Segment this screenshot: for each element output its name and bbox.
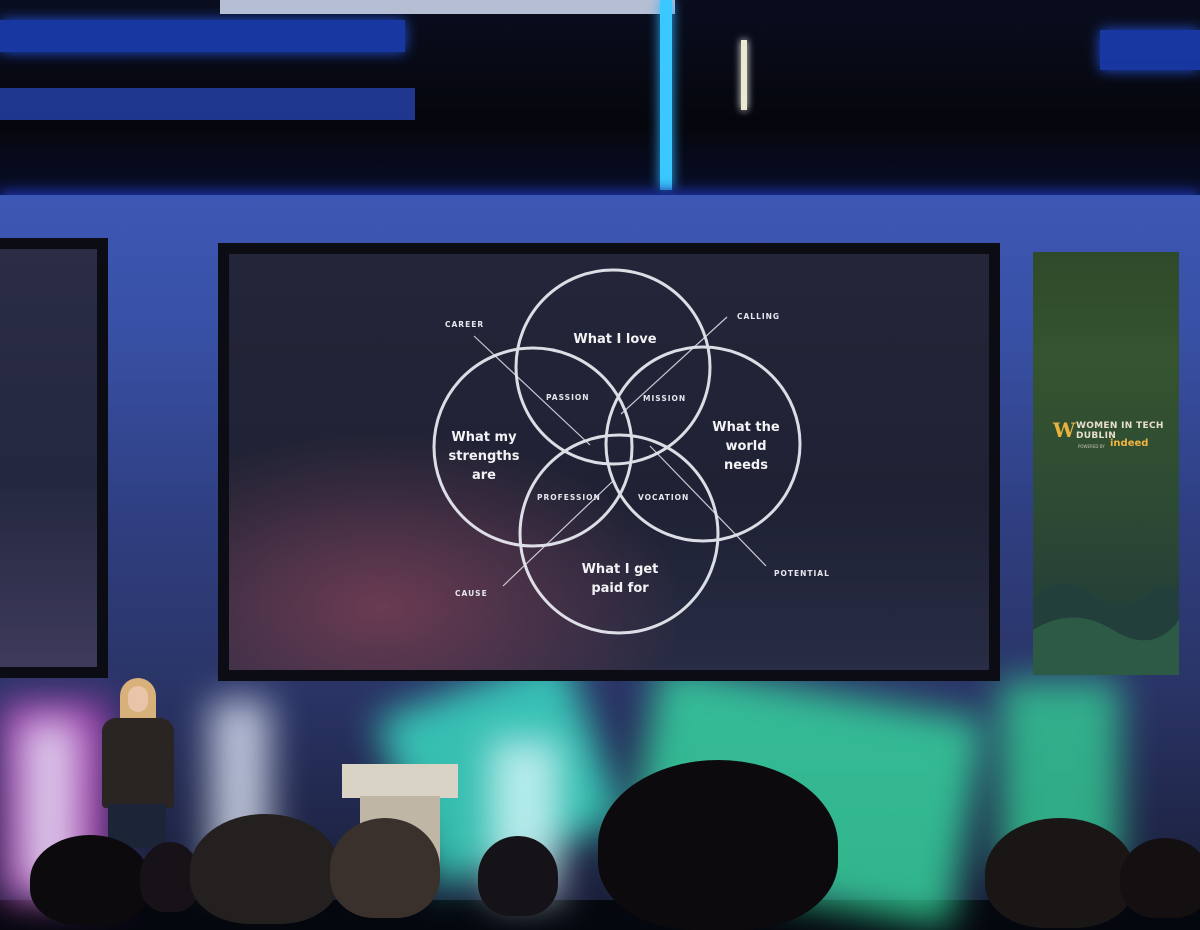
banner-powered-by: POWERED BY xyxy=(1078,444,1105,449)
audience-head xyxy=(1120,838,1200,918)
banner-sponsor-logo: indeed xyxy=(1110,438,1149,449)
label-world-line-3: needs xyxy=(724,458,768,473)
label-world-line-1: What the xyxy=(712,420,780,435)
overlap-profession: PROFESSION xyxy=(537,493,601,502)
banner-title-line-2: DUBLIN xyxy=(1076,431,1117,441)
label-get-paid: What I get paid for xyxy=(568,560,672,598)
speaker-face xyxy=(128,686,148,712)
left-screen xyxy=(0,249,97,667)
callout-cause: CAUSE xyxy=(455,589,488,598)
audience-head xyxy=(330,818,440,918)
banner-hills xyxy=(1033,583,1179,675)
career-line xyxy=(473,335,591,446)
label-paid-line-2: paid for xyxy=(591,581,649,596)
speaker-top xyxy=(102,718,174,808)
banner-title-line-1: WOMEN IN TECH xyxy=(1076,421,1164,431)
venn-diagram xyxy=(432,268,802,635)
circle-what-i-love xyxy=(514,268,712,466)
banner-logo-icon: W xyxy=(1053,418,1076,442)
speaker xyxy=(98,678,178,848)
label-paid-line-1: What I get xyxy=(581,562,659,577)
callout-calling: CALLING xyxy=(737,312,781,321)
ceiling-spotlight xyxy=(741,40,747,110)
cause-line xyxy=(502,480,614,587)
circle-world-needs xyxy=(604,345,802,543)
truss-left-lower xyxy=(0,88,415,120)
calling-line xyxy=(620,316,728,415)
audience-head xyxy=(190,814,340,924)
overlap-vocation: VOCATION xyxy=(638,493,690,502)
potential-line xyxy=(649,445,767,567)
audience-head xyxy=(985,818,1135,928)
circle-get-paid xyxy=(518,433,720,635)
callout-career: CAREER xyxy=(445,320,485,329)
label-world-needs: What the world needs xyxy=(698,418,794,475)
label-strengths-line-3: are xyxy=(471,468,496,483)
label-strengths-line-1: What my xyxy=(451,430,517,445)
label-what-i-love: What I love xyxy=(573,332,657,347)
truss-right xyxy=(1100,30,1200,70)
overlap-passion: PASSION xyxy=(546,393,590,402)
callout-potential: POTENTIAL xyxy=(774,569,830,578)
ceiling-panel xyxy=(220,0,675,14)
overlap-mission: MISSION xyxy=(643,394,687,403)
audience-head xyxy=(30,835,150,925)
podium-top xyxy=(342,764,458,798)
label-strengths-line-2: strengths xyxy=(448,449,520,464)
vertical-light-bar xyxy=(660,0,672,190)
truss-left xyxy=(0,20,405,52)
label-strengths: What my strengths are xyxy=(436,428,532,485)
label-world-line-2: world xyxy=(725,439,767,454)
audience-head xyxy=(598,760,838,930)
audience-head xyxy=(478,836,558,916)
circle-strengths xyxy=(432,346,634,548)
